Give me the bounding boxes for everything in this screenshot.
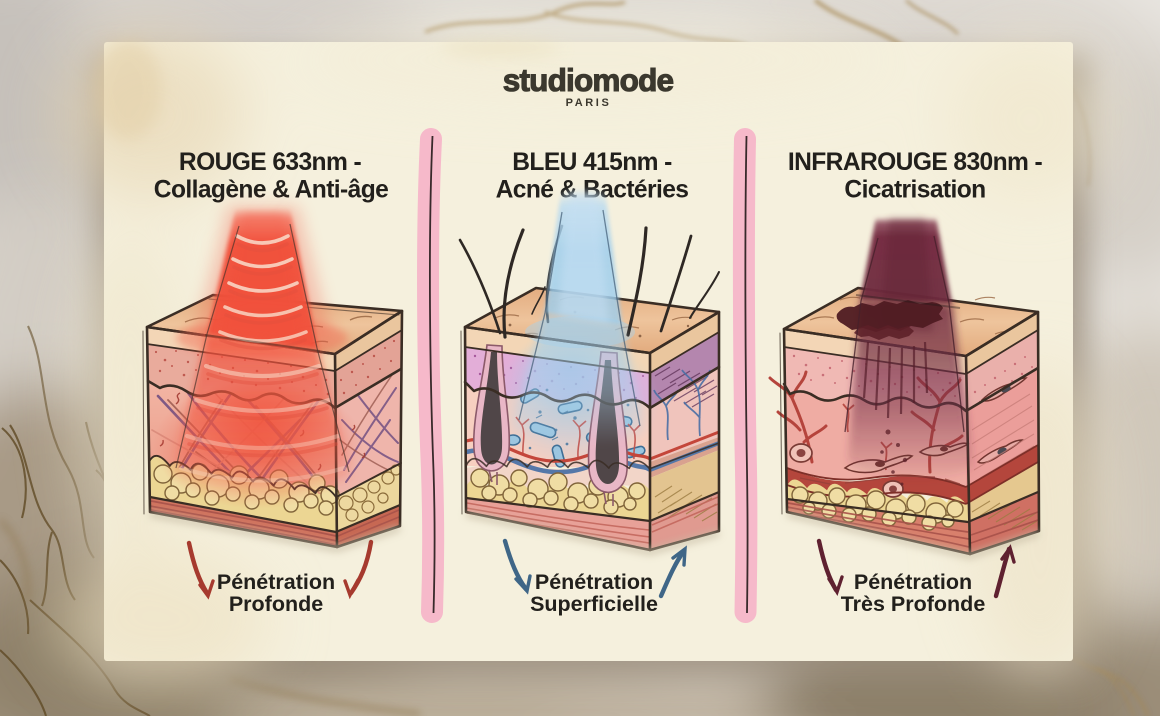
svg-text:Superficielle: Superficielle [530,592,658,616]
svg-text:Pénétration: Pénétration [217,570,335,594]
svg-text:Cicatrisation: Cicatrisation [844,177,985,204]
svg-text:ROUGE 633nm -: ROUGE 633nm - [179,149,362,176]
svg-text:Collagène & Anti-âge: Collagène & Anti-âge [154,177,388,204]
svg-text:Pénétration: Pénétration [854,570,972,594]
svg-text:Pénétration: Pénétration [535,570,653,594]
svg-text:studiomode: studiomode [503,62,674,98]
svg-text:Profonde: Profonde [229,592,323,616]
svg-text:PARIS: PARIS [566,97,612,109]
svg-text:BLEU 415nm -: BLEU 415nm - [512,149,672,176]
svg-text:INFRAROUGE 830nm -: INFRAROUGE 830nm - [788,149,1043,176]
svg-text:Très Profonde: Très Profonde [841,592,986,616]
